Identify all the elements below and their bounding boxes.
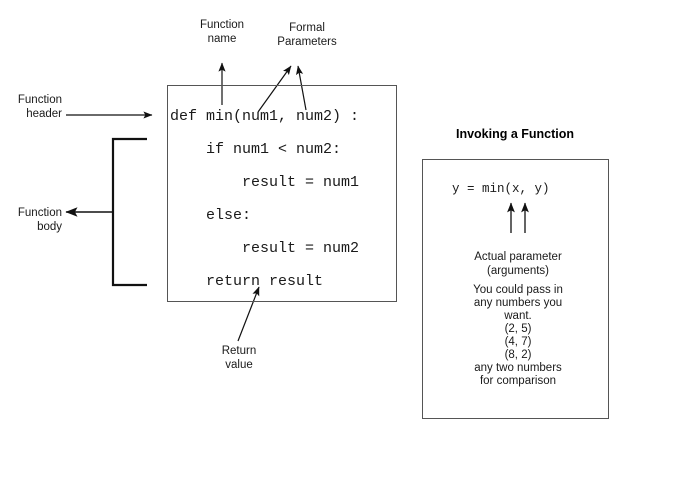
invoking-box <box>422 159 609 419</box>
note-line-1: any numbers you <box>473 297 563 309</box>
note-line-6: any two numbers <box>474 362 562 374</box>
note-line-0: You could pass in <box>473 284 563 296</box>
note-line-3: (2, 5) <box>504 323 532 335</box>
label-function-body: Function body <box>17 207 62 233</box>
note-line-2: want. <box>504 310 532 322</box>
code-line-result-num2: result = num2 <box>170 240 360 257</box>
label-function-name: Function name <box>199 19 245 45</box>
code-line-result-num1: result = num1 <box>170 174 360 191</box>
label-return-value: Return value <box>221 345 257 371</box>
code-line-def: def min(num1, num2) : <box>170 108 360 125</box>
code-line-return: return result <box>170 273 324 290</box>
note-line-4: (4, 7) <box>504 336 532 348</box>
invoking-a-function-heading: Invoking a Function <box>455 127 575 141</box>
note-line-5: (8, 2) <box>504 349 532 361</box>
code-line-else: else: <box>170 207 252 224</box>
note-line-7: for comparison <box>479 375 557 387</box>
call-expression: y = min(x, y) <box>452 182 550 196</box>
function-body-bracket <box>65 137 147 287</box>
label-formal-parameters: Formal Parameters <box>277 22 337 48</box>
label-function-header: Function header <box>17 94 62 120</box>
function-definition-box <box>167 85 397 302</box>
code-line-if: if num1 < num2: <box>170 141 342 158</box>
label-actual-parameter: Actual parameter (arguments) <box>474 251 562 277</box>
